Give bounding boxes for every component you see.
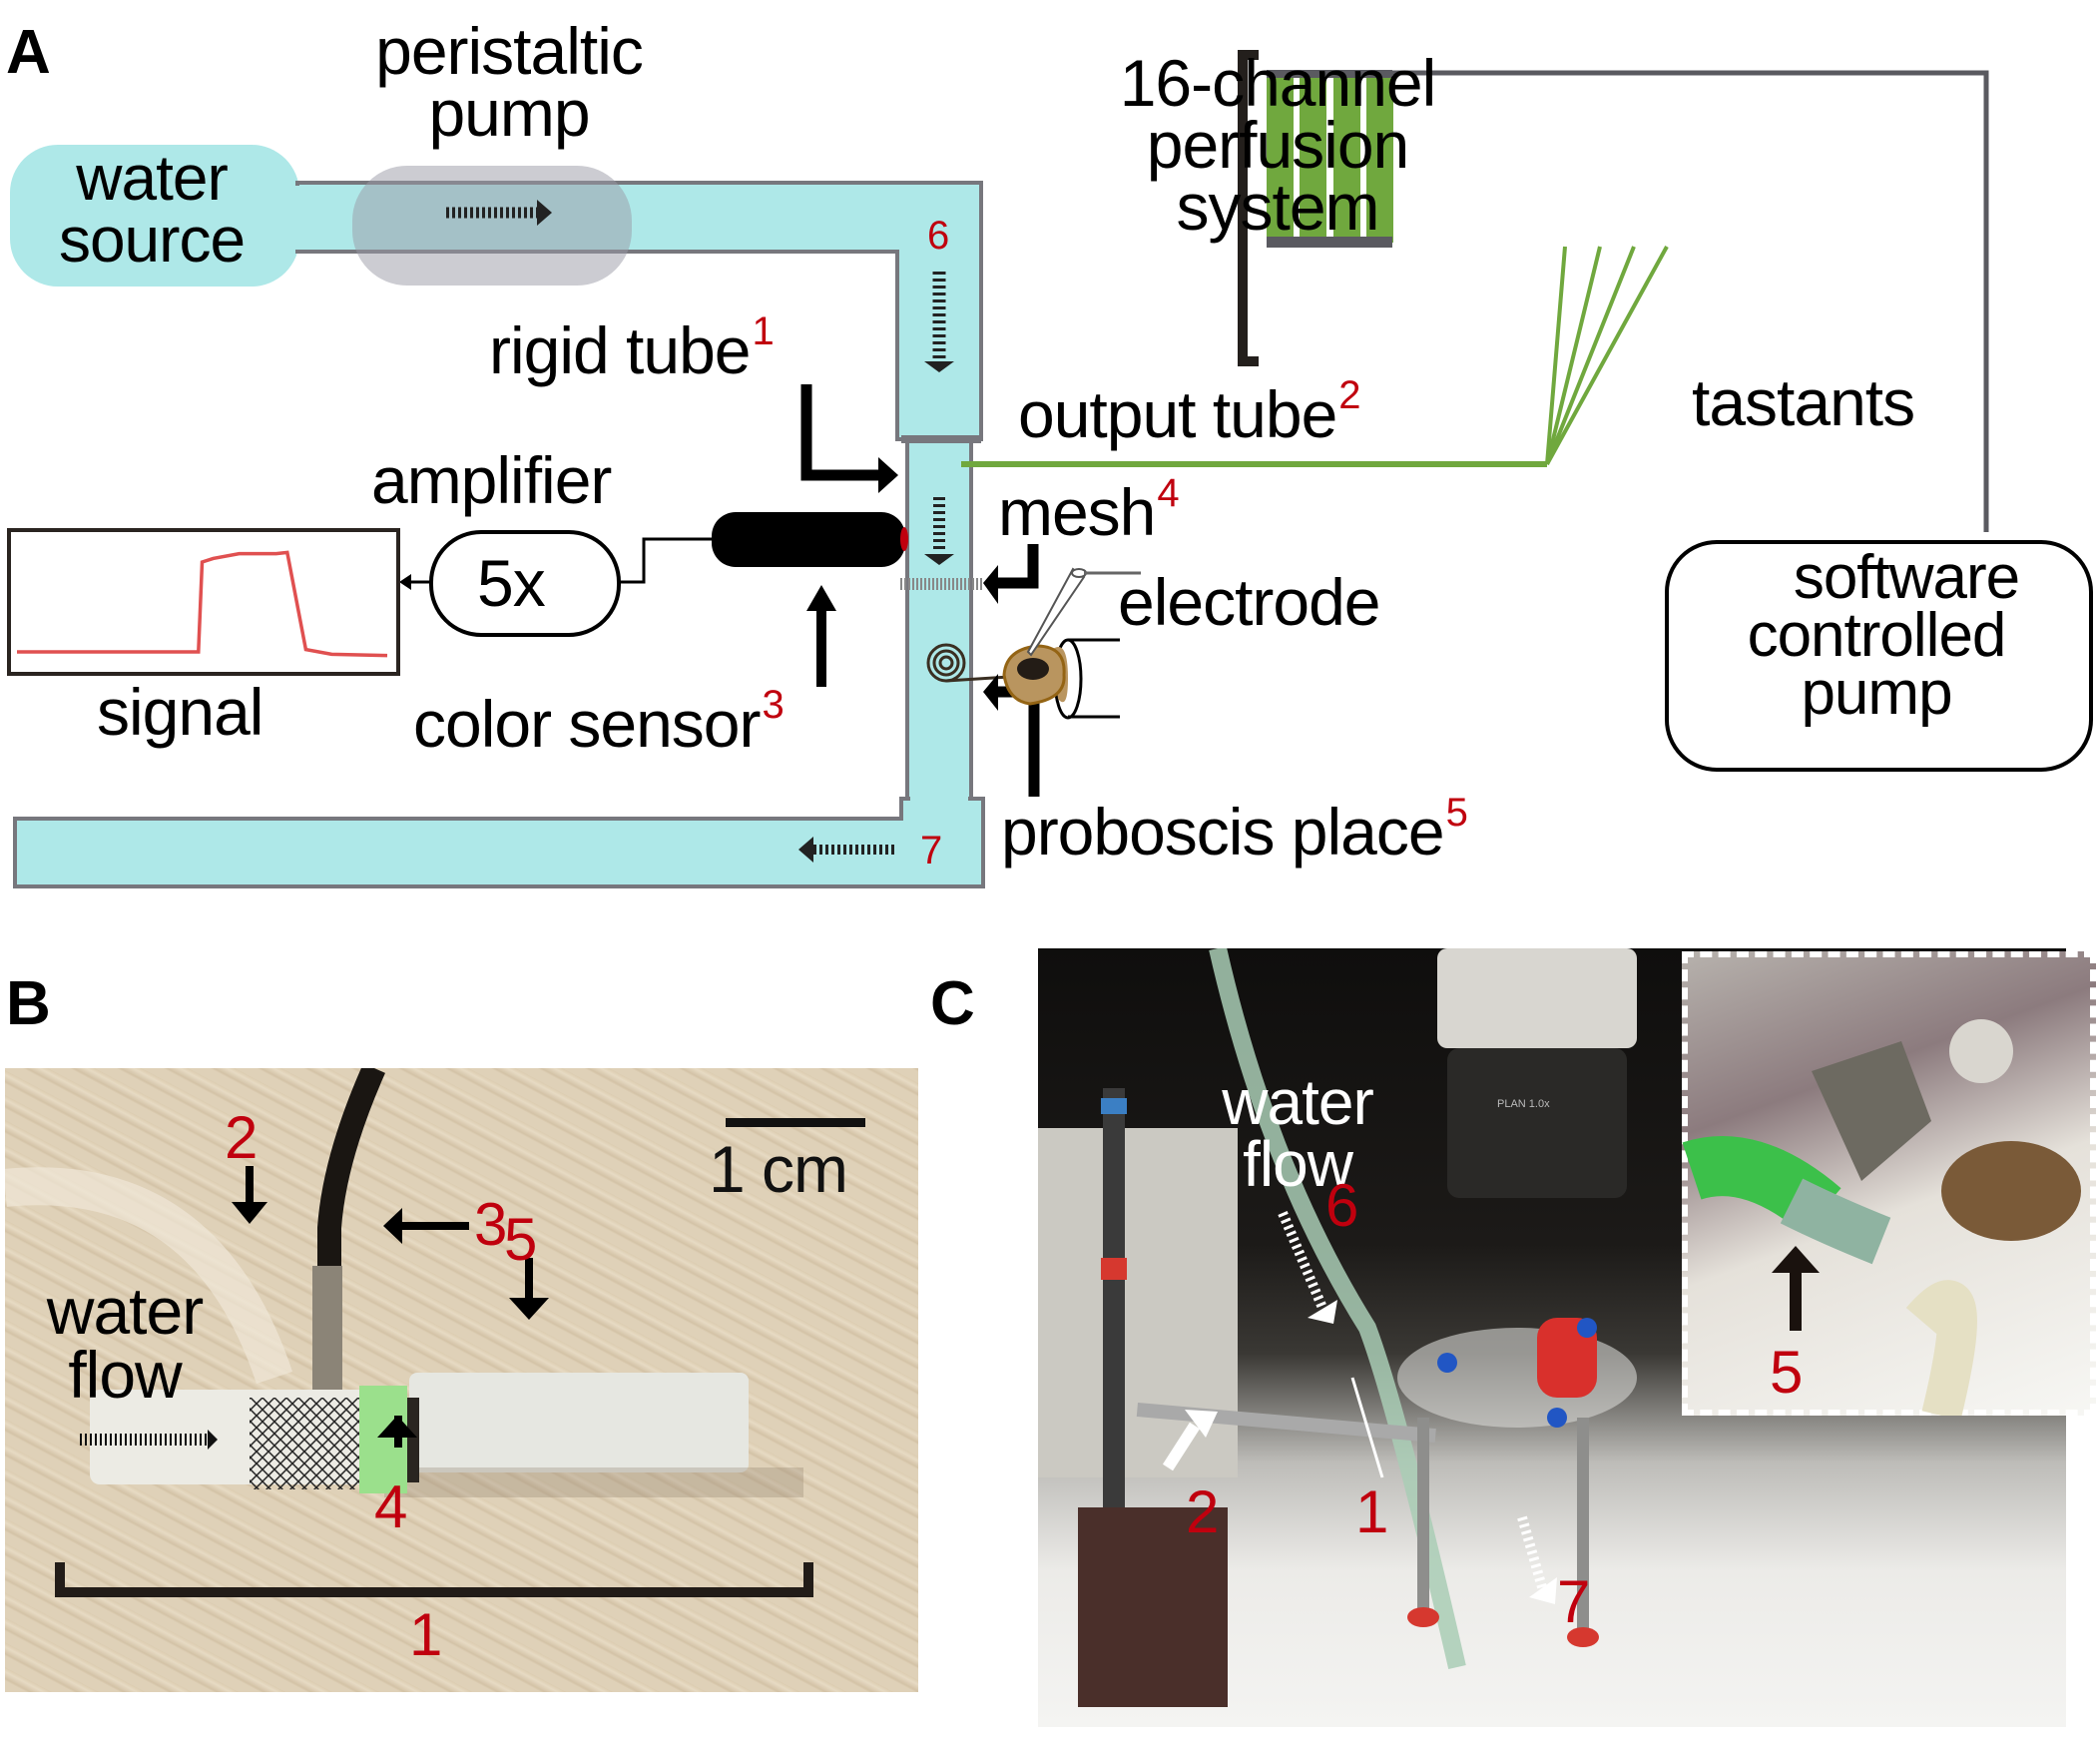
panel-c-arrow-2-icon	[1162, 1410, 1218, 1471]
panel-c-num-1: 1	[1355, 1478, 1389, 1545]
syringe-1	[1267, 78, 1294, 243]
color-sensor-number: 3	[762, 683, 785, 727]
software-pump-box	[1665, 540, 2093, 772]
syringe-gap	[1360, 78, 1366, 237]
signal-box	[7, 528, 400, 676]
syringe-gap	[1326, 78, 1332, 237]
tastants-label: tastants	[1692, 365, 1915, 439]
panel-b-num-4: 4	[374, 1473, 408, 1540]
software-pump-label: software controlled pump	[1747, 543, 2021, 728]
syringe-3	[1333, 78, 1360, 243]
water-source-label: water source	[58, 142, 246, 276]
panel-c-flow-arrow-7-icon	[1517, 1515, 1557, 1604]
panel-b-num-3: 3	[474, 1191, 508, 1258]
syringe-rack-bar	[1267, 70, 1392, 78]
rigid-tube-number: 1	[752, 309, 775, 353]
panel-b-device	[5, 1068, 918, 1692]
panel-c-scene	[1038, 948, 1637, 1707]
panel-c-letter: C	[930, 969, 975, 1038]
electrode-label: electrode	[1118, 565, 1381, 639]
panel-b-arrow-5-icon	[509, 1258, 549, 1320]
panel-b-arrow-2-icon	[232, 1166, 267, 1224]
perfusion-lines	[1545, 246, 1669, 465]
larva-head-icon	[1002, 638, 1120, 720]
color-sensor-label: color sensor3	[413, 683, 785, 761]
panel-c-inset-photo: 5	[1682, 951, 2096, 1416]
flow-arrow-down-small-icon	[924, 497, 954, 565]
panel-b-num-1: 1	[409, 1601, 443, 1668]
output-tube-label: output tube2	[1018, 373, 1361, 451]
mesh-number: 4	[1157, 471, 1179, 515]
panel-b-num-2: 2	[225, 1104, 259, 1171]
panel-b-scale-label: 1 cm	[709, 1132, 848, 1206]
perfusion-bracket	[1238, 50, 1259, 366]
electrode-icon	[1026, 567, 1141, 657]
panel-a-diagram	[7, 50, 2093, 888]
panel-c-num-7: 7	[1557, 1568, 1591, 1635]
signal-trace	[17, 550, 388, 658]
panel-b-photo: 1 cm water flow 2 3 5 4 1	[5, 1068, 918, 1692]
panel-c-inset-num-5: 5	[1770, 1339, 1804, 1406]
panel-b-arrow-4-icon	[377, 1416, 417, 1448]
mesh-pointer-icon	[983, 544, 1039, 604]
panel-c-num-6: 6	[1325, 1172, 1359, 1239]
color-sensor-body	[712, 512, 905, 567]
amplifier-label: amplifier	[371, 443, 612, 517]
outflow-tube	[13, 797, 985, 888]
water-source-box	[10, 145, 299, 287]
proboscis-place-label: proboscis place5	[1001, 791, 1468, 869]
panel-b-letter: B	[6, 969, 51, 1038]
syringe-rack-bar	[1267, 237, 1392, 248]
syringe-4	[1366, 78, 1393, 243]
objective-label: PLAN 1.0x	[1497, 1098, 1550, 1110]
rigid-tube-bracket	[55, 1562, 813, 1597]
color-sensor-pointer-icon	[806, 585, 836, 687]
panel-b-water-flow-label: water flow	[46, 1274, 204, 1412]
panel-b-num-5: 5	[504, 1206, 538, 1273]
peristaltic-pump	[352, 166, 632, 286]
panel-c-inset-scene	[1682, 1019, 2081, 1416]
flow-label-6: 6	[927, 214, 950, 258]
syringe-gap	[1294, 78, 1300, 237]
syringe-2	[1300, 78, 1326, 243]
perfusion-system-label: 16-channel perfusion system	[1119, 46, 1437, 244]
rigid-tube	[905, 437, 973, 811]
flow-label-7: 7	[920, 829, 943, 873]
rigid-tube-pointer-icon	[800, 384, 898, 493]
panel-c-num-2: 2	[1186, 1478, 1220, 1545]
flow-arrow-left-icon	[798, 837, 896, 863]
panel-a-letter: A	[6, 18, 51, 87]
panel-b-arrow-3-icon	[383, 1208, 469, 1244]
signal-label: signal	[97, 675, 263, 749]
flow-arrow-down-icon	[924, 272, 954, 372]
panel-c-flow-arrow-6-icon	[1278, 1211, 1337, 1324]
panel-c-water-flow-label: water flow	[1222, 1066, 1374, 1200]
flow-arrow-right-icon	[446, 200, 552, 226]
rigid-tube-label: rigid tube1	[489, 309, 775, 387]
scale-bar	[726, 1118, 865, 1127]
panel-c-marker-line	[1350, 1377, 1384, 1478]
peristaltic-pump-label: peristaltic pump	[375, 14, 644, 150]
panel-c-inset-arrow-5-icon	[1772, 1246, 1820, 1331]
output-tube-number: 2	[1338, 373, 1360, 417]
mesh-label: mesh4	[998, 471, 1180, 549]
panel-b-flow-arrow-icon	[80, 1430, 218, 1450]
amplifier-gain-label: 5x	[477, 546, 546, 620]
proboscis-place-number: 5	[1445, 791, 1468, 835]
color-sensor-led	[900, 527, 908, 551]
